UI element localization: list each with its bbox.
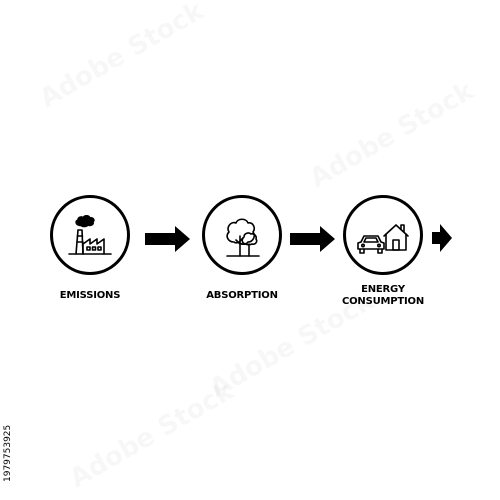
factory-icon <box>68 214 112 255</box>
stock-id-text: 1979753925 <box>3 424 13 482</box>
stock-id: 1979753925 <box>3 382 17 500</box>
watermark: Adobe Stock <box>65 376 239 494</box>
emissions-node <box>50 195 130 275</box>
tree-icon <box>226 218 260 257</box>
absorption-node <box>202 195 282 275</box>
right-arrow-icon <box>432 224 452 252</box>
energy-consumption-label-line2: CONSUMPTION <box>341 296 425 307</box>
watermark: Adobe Stock <box>35 0 209 114</box>
car-house-icon <box>357 224 409 254</box>
right-arrow-icon <box>145 226 190 252</box>
energy-consumption-label: ENERGY CONSUMPTION <box>323 284 443 308</box>
watermark: Adobe Stock <box>305 76 479 194</box>
absorption-label: ABSORPTION <box>206 290 278 301</box>
energy-consumption-node <box>343 195 423 275</box>
energy-consumption-label-line1: ENERGY <box>361 284 405 295</box>
right-arrow-icon <box>290 226 335 252</box>
emissions-label: EMISSIONS <box>59 290 121 301</box>
